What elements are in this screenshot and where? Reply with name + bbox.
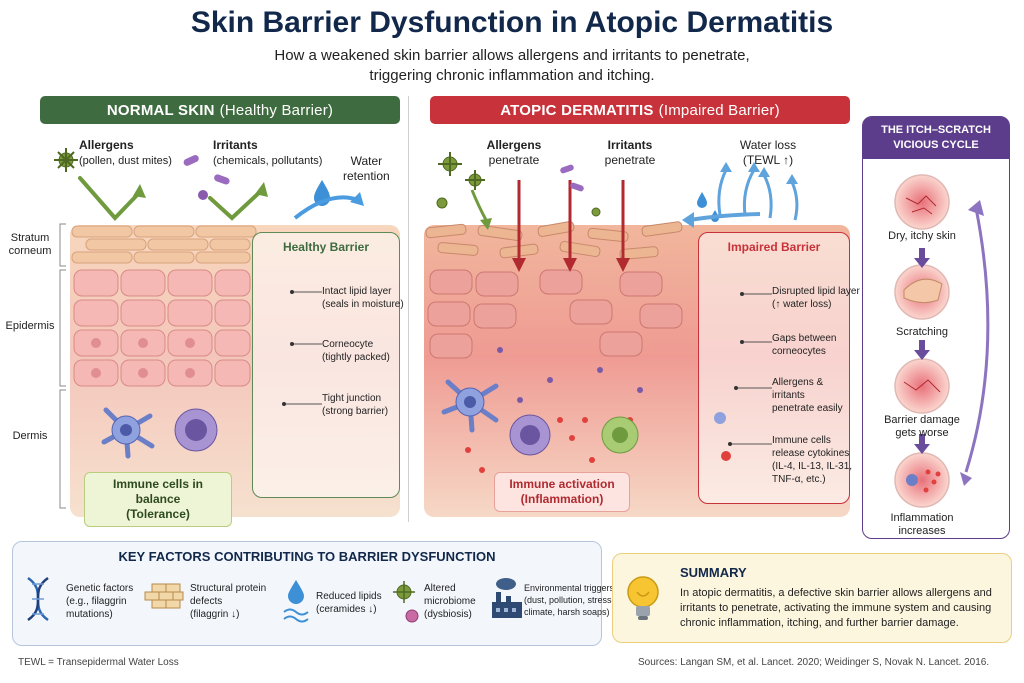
healthy-barrier-title: Healthy Barrier xyxy=(282,240,370,254)
factor-reduced-lipids: Reduced lipids(ceramides ↓) xyxy=(316,591,382,615)
normal-irritants-sub: (chemicals, pollutants) xyxy=(213,155,323,167)
healthy-barrier-callout xyxy=(252,232,400,498)
deflect-arrows xyxy=(78,176,264,221)
summary-panel xyxy=(612,553,1012,643)
dendritic-cell-icon xyxy=(101,407,155,459)
immune-balance-badge: Immune cells in balance(Tolerance) xyxy=(84,472,232,527)
mast-cell-icon xyxy=(601,416,639,454)
atopic-water-loss-label: Water loss(TEWL ↑) xyxy=(739,138,797,167)
cycle-step-scratching: Scratching xyxy=(896,326,948,338)
lymphocyte-icon xyxy=(174,408,218,452)
page-title: Skin Barrier Dysfunction in Atopic Derma… xyxy=(190,6,834,39)
tewl-footnote: TEWL = Transepidermal Water Loss xyxy=(18,657,179,668)
dna-icon xyxy=(27,576,49,622)
healthy-callout-leaders xyxy=(282,290,322,406)
microbe-icon xyxy=(393,581,419,623)
normal-irritants-title: Irritants xyxy=(213,138,258,152)
hand-scratching-icon xyxy=(903,278,943,304)
key-factors-panel xyxy=(12,541,602,646)
brick-wall-icon xyxy=(144,583,184,609)
page-subtitle: How a weakened skin barrier allows aller… xyxy=(274,47,750,84)
factor-environmental: Environmental triggers(dust, pollution, … xyxy=(524,583,615,617)
sources-footnote: Sources: Langan SM, et al. Lancet. 2020;… xyxy=(638,657,990,668)
note-tight-junction: Tight junction(strong barrier) xyxy=(322,393,389,417)
layer-dermis: Dermis xyxy=(12,430,48,442)
inflammation-cell-icon xyxy=(906,469,941,493)
immune-activation-badge: Immune activation(Inflammation) xyxy=(494,472,630,512)
lightbulb-icon xyxy=(627,576,659,620)
mini-immune-cell-icon xyxy=(714,412,731,461)
dendritic-cell-icon xyxy=(441,379,499,433)
cycle-illustrations xyxy=(894,174,990,508)
normal-allergens-title: Allergens xyxy=(79,138,134,152)
water-drop-icon xyxy=(283,580,309,623)
allergen-virus-icon xyxy=(54,148,78,172)
summary-title: SUMMARY xyxy=(680,565,747,580)
note-corneocyte: Corneocyte(tightly packed) xyxy=(322,339,390,363)
normal-skin-banner: NORMAL SKIN(Healthy Barrier) xyxy=(40,96,400,124)
key-factors-title: KEY FACTORS CONTRIBUTING TO BARRIER DYSF… xyxy=(118,549,496,564)
damaged-skin-icon xyxy=(903,379,941,393)
note-intact-lipid: Intact lipid layer(seals in moisture) xyxy=(322,286,404,310)
atopic-dermatitis-banner: ATOPIC DERMATITIS(Impaired Barrier) xyxy=(430,96,850,124)
layer-epidermis: Epidermis xyxy=(5,320,55,332)
factory-icon xyxy=(492,578,522,618)
skin-crack-icon xyxy=(905,195,937,215)
note-disrupted-lipid: Disrupted lipid layer(↑ water loss) xyxy=(772,286,860,310)
impaired-barrier-title: Impaired Barrier xyxy=(727,240,821,254)
normal-allergens-sub: (pollen, dust mites) xyxy=(79,155,172,167)
layer-brackets xyxy=(59,223,66,509)
panel-divider xyxy=(408,96,409,522)
irritant-capsule-icon xyxy=(183,155,230,200)
cycle-step-dry-itchy: Dry, itchy skin xyxy=(888,230,956,242)
impaired-callout-leaders xyxy=(714,292,772,461)
factor-icons xyxy=(27,576,522,623)
summary-text: In atopic dermatitis, a defective skin b… xyxy=(680,587,992,629)
lymphocyte-icon xyxy=(509,414,551,456)
